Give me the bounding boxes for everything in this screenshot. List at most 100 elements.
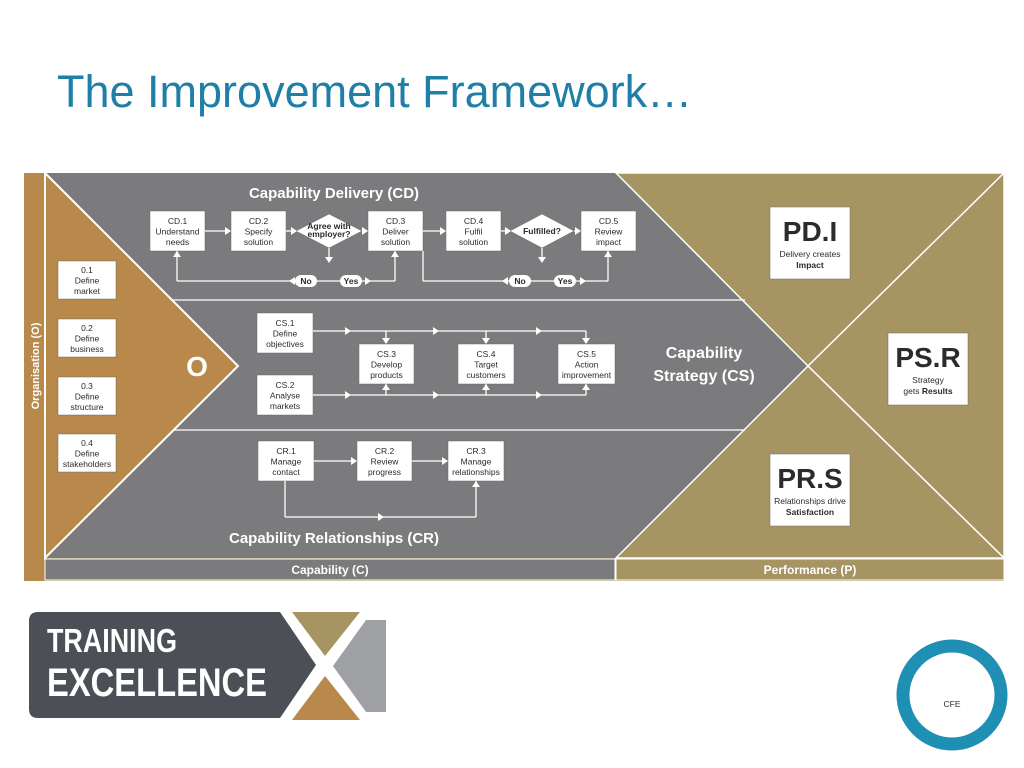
cr-step-3-text: Manage (461, 456, 492, 466)
performance-line2-2: gets Results (903, 386, 952, 396)
cs-step-4-text: Target (474, 359, 498, 369)
capability-bar-label: Capability (C) (291, 563, 368, 577)
training-logo-line2: EXCELLENCE (47, 661, 267, 705)
slide-title: The Improvement Framework… (57, 66, 693, 117)
org-step-1 (57, 260, 117, 300)
cd-step-2-text: Specify (245, 226, 274, 236)
arrow-head (433, 391, 439, 399)
cs-step-3-text: products (370, 370, 403, 380)
logo-chevron-bottom (292, 676, 360, 720)
arrow-head (472, 481, 480, 487)
organisation-strip (24, 173, 45, 581)
performance-line2-1: Impact (796, 260, 824, 270)
capability-region (45, 173, 808, 558)
arrow-head (440, 227, 446, 235)
cr-step-3 (447, 440, 505, 482)
organisation-letter: O (186, 351, 208, 382)
cd-step-1-text: needs (166, 237, 189, 247)
arrow-head (173, 251, 181, 257)
cs-step-4-text: customers (466, 370, 505, 380)
cs-step-5 (557, 343, 616, 385)
org-step-4-text: stakeholders (63, 459, 111, 469)
cs-step-4 (457, 343, 515, 385)
arrow-head (482, 338, 490, 344)
performance-line2-3: Satisfaction (786, 507, 834, 517)
org-step-1-text: market (74, 286, 101, 296)
cd-yes-1: Yes (344, 276, 359, 286)
performance-box-1 (769, 206, 851, 280)
cd-step-3-text: Deliver (382, 226, 409, 236)
cd-step-5-text: Review (595, 226, 624, 236)
arrow-head (351, 457, 357, 465)
org-step-3-text: structure (70, 402, 103, 412)
cs-step-2 (256, 374, 314, 416)
cd-step-5-text: CD.5 (599, 216, 619, 226)
cr-step-2-text: progress (368, 467, 401, 477)
performance-line1-3: Relationships drive (774, 496, 846, 506)
cr-step-2 (356, 440, 413, 482)
org-step-2-text: business (70, 344, 104, 354)
cd-decision-1-text: Agree with (307, 221, 350, 231)
cd-decision-2-text: Fulfilled? (523, 226, 561, 236)
cr-step-1 (257, 440, 315, 482)
cs-step-5-text: Action (575, 359, 599, 369)
cd-step-2-text: solution (244, 237, 274, 247)
cr-step-1-text: Manage (271, 456, 302, 466)
arrow-head (382, 384, 390, 390)
performance-line1-1: Delivery creates (780, 249, 841, 259)
arrow-head (482, 384, 490, 390)
cd-yes-2: Yes (558, 276, 573, 286)
cfe-logo-ring (896, 639, 1008, 751)
cs-step-3-text: Develop (371, 359, 402, 369)
arrow-head (580, 277, 586, 285)
performance-line2b: Results (922, 386, 953, 396)
performance-bar-label: Performance (P) (764, 563, 857, 577)
arrow-head (536, 327, 542, 335)
org-step-4-text: 0.4 (81, 438, 93, 448)
cs-step-4-text: CS.4 (477, 349, 496, 359)
performance-box-3 (769, 453, 851, 527)
arrow-head (502, 277, 508, 285)
cr-step-2-text: Review (371, 456, 400, 466)
org-step-3-text: 0.3 (81, 381, 93, 391)
cr-step-1-text: contact (272, 467, 300, 477)
cs-title-line2: Strategy (CS) (653, 368, 754, 385)
cr-title: Capability Relationships (CR) (229, 530, 439, 547)
performance-line1-2: Strategy (912, 375, 944, 385)
cs-step-3-text: CS.3 (377, 349, 396, 359)
cd-decision-1-text: employer? (308, 229, 351, 239)
cs-step-5-text: CS.5 (577, 349, 596, 359)
arrow-head (604, 251, 612, 257)
organisation-label: Organisation (O) (30, 322, 42, 409)
org-step-2 (57, 318, 117, 358)
cd-no-1-pill (295, 275, 317, 287)
cfe-logo-center (911, 654, 993, 736)
arrow-head (289, 277, 295, 285)
org-step-1-text: 0.1 (81, 265, 93, 275)
arrow-head (291, 227, 297, 235)
cs-step-5-text: improvement (562, 370, 612, 380)
cd-no-2: No (514, 276, 525, 286)
cs-step-1 (256, 312, 314, 354)
cd-step-1-text: Understand (156, 226, 200, 236)
cs-step-1-text: CS.1 (276, 318, 295, 328)
cd-step-5-text: impact (596, 237, 622, 247)
performance-code-3: PR.S (777, 463, 842, 494)
cd-step-3 (367, 210, 424, 252)
cs-step-3 (358, 343, 415, 385)
cr-step-3-text: relationships (452, 467, 500, 477)
cs-title-line1: Capability (666, 345, 743, 362)
arrow-head (365, 277, 371, 285)
cd-step-4-text: Fulfil (465, 226, 483, 236)
arrow-head (225, 227, 231, 235)
performance-box-2 (887, 332, 969, 406)
cd-no-1: No (300, 276, 311, 286)
cr-step-1-text: CR.1 (276, 446, 296, 456)
cs-step-2-text: Analyse (270, 390, 301, 400)
org-step-3-text: Define (75, 391, 100, 401)
arrow-head (505, 227, 511, 235)
logo-chevron-right (333, 620, 386, 712)
capability-bar (44, 558, 616, 581)
cd-step-3-text: solution (381, 237, 411, 247)
